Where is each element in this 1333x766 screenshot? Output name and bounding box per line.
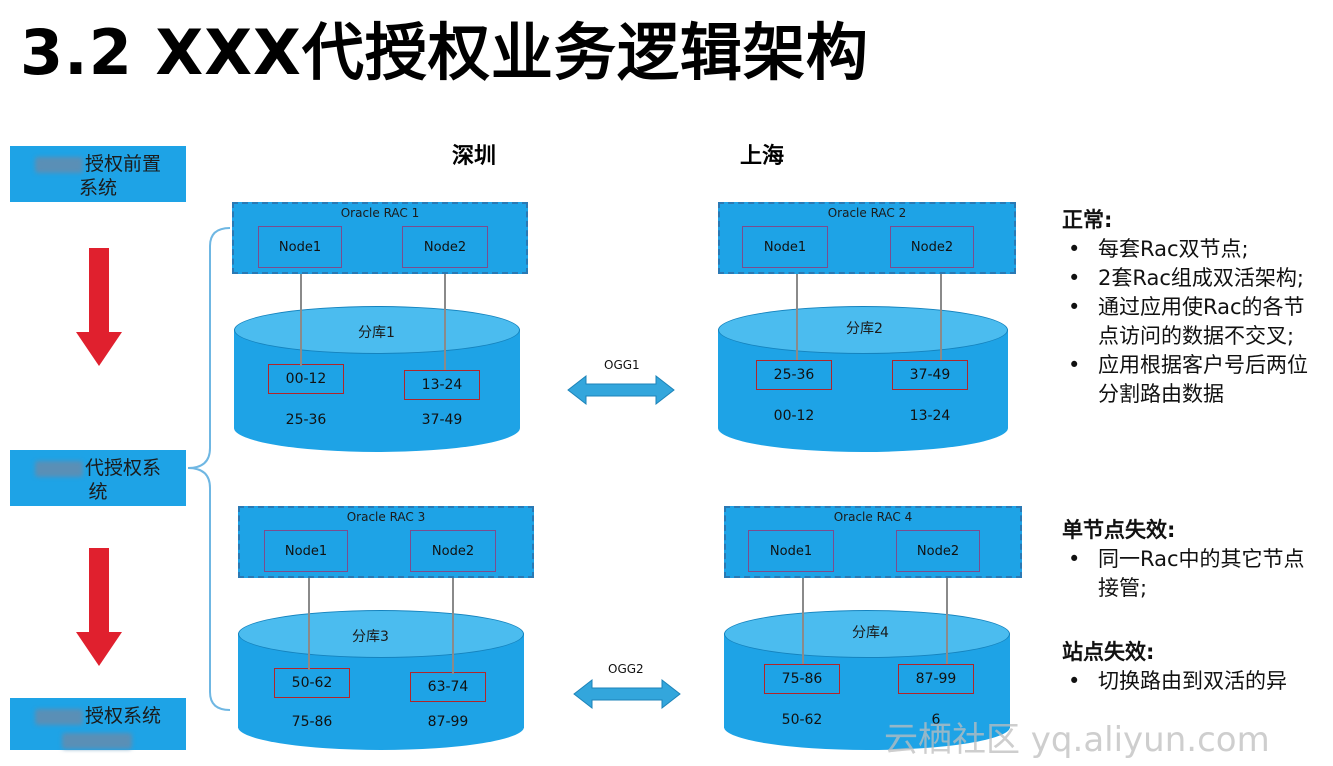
range-box: 63-74 (410, 672, 486, 702)
system-box-front: 授权前置 系统 (10, 146, 186, 202)
shard-label: 分库3 (352, 629, 389, 645)
range-label: 6 (931, 712, 941, 728)
db-cylinder-top (238, 610, 524, 658)
node-box: Node2 (410, 530, 496, 572)
watermark: 云栖社区 yq.aliyun.com (884, 720, 1270, 760)
rac-cluster-1: Oracle RAC 1 Node1 Node2 (232, 202, 528, 274)
system-label: 代授权系 (84, 457, 161, 479)
range-box: 50-62 (274, 668, 350, 698)
notes-item: 通过应用使Rac的各节点访问的数据不交叉; (1062, 293, 1312, 351)
node-box: Node2 (402, 226, 488, 268)
node-db-link (940, 274, 942, 360)
rac-title: Oracle RAC 4 (833, 510, 913, 524)
system-label: 系统 (78, 177, 117, 199)
down-arrow-icon (76, 248, 122, 366)
down-arrow-icon (76, 548, 122, 666)
notes-heading: 站点失效: (1062, 640, 1155, 664)
redacted-mark (34, 708, 83, 725)
range-box: 87-99 (898, 664, 974, 694)
notes-item: 同一Rac中的其它节点接管; (1062, 545, 1312, 603)
node-db-link (452, 578, 454, 674)
node-box: Node1 (748, 530, 834, 572)
redacted-mark (34, 460, 83, 477)
shard-label: 分库1 (358, 325, 395, 341)
range-label: 13-24 (909, 408, 951, 424)
notes-site-fail: 站点失效: 切换路由到双活的异 (1062, 638, 1312, 696)
shard-label: 分库4 (852, 625, 889, 641)
rac-title: Oracle RAC 1 (340, 206, 420, 220)
range-label: 37-49 (421, 412, 463, 428)
node-box: Node1 (258, 226, 342, 268)
range-label: 00-12 (773, 408, 815, 424)
shard-label: 分库2 (846, 321, 883, 337)
node-db-link (796, 274, 798, 360)
rac-title: Oracle RAC 3 (346, 510, 426, 524)
db-cylinder-top (718, 306, 1008, 354)
rac-title: Oracle RAC 2 (827, 206, 907, 220)
node-db-link (300, 274, 302, 366)
rac-cluster-2: Oracle RAC 2 Node1 Node2 (718, 202, 1016, 274)
node-db-link (308, 578, 310, 670)
range-box: 00-12 (268, 364, 344, 394)
db-cylinder-top (234, 306, 520, 354)
range-label: 87-99 (427, 714, 469, 730)
node-box: Node2 (890, 226, 974, 268)
notes-item: 切换路由到双活的异 (1062, 667, 1312, 696)
notes-heading: 正常: (1062, 208, 1113, 232)
redacted-mark (34, 156, 83, 173)
node-box: Node1 (742, 226, 828, 268)
rac-cluster-3: Oracle RAC 3 Node1 Node2 (238, 506, 534, 578)
city-label-shanghai: 上海 (740, 144, 785, 169)
ogg-label: OGG2 (608, 662, 644, 676)
rac-cluster-4: Oracle RAC 4 Node1 Node2 (724, 506, 1022, 578)
notes-item: 应用根据客户号后两位分割路由数据 (1062, 351, 1312, 409)
city-label-shenzhen: 深圳 (452, 144, 497, 169)
notes-item: 2套Rac组成双活架构; (1062, 264, 1312, 293)
notes-node-fail: 单节点失效: 同一Rac中的其它节点接管; (1062, 516, 1312, 603)
page-title: 3.2 XXX代授权业务逻辑架构 (20, 16, 869, 89)
notes-normal: 正常: 每套Rac双节点; 2套Rac组成双活架构; 通过应用使Rac的各节点访… (1062, 206, 1312, 409)
ogg-label: OGG1 (604, 358, 640, 372)
range-label: 50-62 (781, 712, 823, 728)
range-box: 75-86 (764, 664, 840, 694)
node-db-link (444, 274, 446, 370)
node-db-link (946, 578, 948, 664)
range-label: 25-36 (285, 412, 327, 428)
bidirectional-arrow-icon (567, 374, 675, 406)
system-box-agent: 代授权系 统 (10, 450, 186, 506)
bidirectional-arrow-icon (573, 678, 681, 710)
system-label: 授权前置 (84, 153, 161, 175)
system-box-auth: 授权系统 (10, 698, 186, 750)
system-label: 统 (88, 481, 108, 503)
node-db-link (802, 578, 804, 664)
range-box: 37-49 (892, 360, 968, 390)
node-box: Node1 (264, 530, 348, 572)
range-box: 13-24 (404, 370, 480, 400)
system-label: 授权系统 (84, 705, 161, 727)
range-box: 25-36 (756, 360, 832, 390)
notes-item: 每套Rac双节点; (1062, 235, 1312, 264)
notes-heading: 单节点失效: (1062, 518, 1176, 542)
node-box: Node2 (896, 530, 980, 572)
redacted-mark (62, 732, 132, 749)
bracket-connector (187, 227, 231, 711)
db-cylinder-top (724, 610, 1010, 658)
range-label: 75-86 (291, 714, 333, 730)
